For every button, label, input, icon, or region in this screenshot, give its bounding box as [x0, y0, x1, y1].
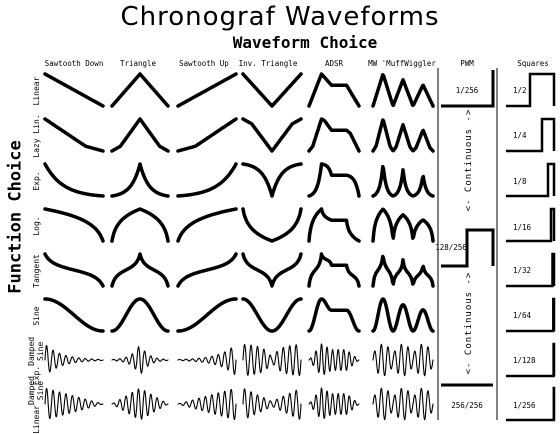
- square-wave-2: [506, 162, 556, 198]
- square-label-1-16: 1/16: [513, 223, 532, 232]
- waveform-r2-c5: [371, 164, 435, 198]
- waveform-r3-c0: [43, 207, 105, 243]
- waveform-r6-c2: [177, 347, 237, 376]
- waveform-r0-c0: [43, 72, 105, 108]
- waveform-r4-c3: [241, 252, 303, 288]
- square-label-1-2: 1/2: [513, 86, 527, 95]
- pwm-label-top: 1/256: [455, 86, 479, 95]
- pwm-wave-128-256: [441, 228, 495, 268]
- waveform-r4-c0: [43, 252, 105, 288]
- waveform-r2-c2: [176, 162, 238, 198]
- waveform-r5-c0: [43, 297, 105, 333]
- square-label-1-64: 1/64: [513, 311, 532, 320]
- waveform-r2-c3: [241, 162, 303, 198]
- square-wave-0: [506, 72, 556, 108]
- column-label-adsr: ADSR: [324, 59, 344, 68]
- waveform-r5-c4: [307, 297, 361, 333]
- pwm-label-bottom: 256/256: [451, 401, 483, 410]
- waveform-r5-c5: [371, 297, 435, 333]
- waveform-r0-c3: [241, 72, 303, 108]
- square-label-1-4: 1/4: [513, 131, 527, 140]
- square-label-1-8: 1/8: [513, 177, 527, 186]
- square-wave-4: [506, 252, 556, 288]
- waveform-r1-c0: [43, 117, 105, 153]
- waveform-r1-c4: [307, 117, 361, 153]
- waveform-r7-c0: [44, 387, 104, 420]
- waveform-r2-c4: [307, 162, 361, 198]
- square-label-1-256: 1/256: [513, 401, 536, 410]
- waveform-r0-c5: [371, 73, 435, 108]
- waveform-r1-c1: [110, 117, 170, 153]
- waveform-r2-c1: [110, 162, 170, 198]
- waveform-r6-c4: [308, 343, 360, 375]
- waveform-r6-c0: [44, 344, 104, 373]
- square-wave-7: [506, 386, 556, 422]
- waveform-r7-c4: [308, 387, 360, 419]
- column-label-triangle: Triangle: [119, 59, 157, 68]
- column-label-sawtooth-down: Sawtooth Down: [44, 59, 104, 68]
- waveform-r4-c4: [307, 252, 361, 288]
- waveform-r6-c5: [372, 343, 434, 377]
- waveform-r0-c2: [176, 72, 238, 108]
- pwm-label-middle: 128/256: [435, 243, 467, 252]
- column-label-muffwiggler: MW 'MuffWiggler: [368, 59, 436, 68]
- square-wave-3: [506, 207, 556, 243]
- waveform-r1-c3: [241, 117, 303, 153]
- column-label-squares: Squares: [517, 59, 549, 68]
- waveform-r3-c5: [371, 207, 435, 243]
- column-label-sawtooth-up: Sawtooth Up: [179, 59, 229, 68]
- waveform-r5-c2: [176, 297, 238, 333]
- waveform-r7-c2: [177, 388, 237, 421]
- waveform-r7-c1: [111, 388, 169, 420]
- waveform-r3-c2: [176, 207, 238, 243]
- page-title: Chronograf Waveforms: [120, 2, 440, 32]
- waveform-r5-c3: [241, 297, 303, 333]
- waveform-r4-c2: [176, 252, 238, 288]
- pwm-wave-1-256: [441, 70, 495, 108]
- column-label-pwm: PWM: [460, 59, 474, 68]
- waveform-r4-c5: [371, 254, 435, 288]
- waveform-r3-c3: [241, 207, 303, 243]
- waveform-r0-c4: [307, 72, 361, 108]
- square-wave-5: [506, 297, 556, 333]
- waveform-r1-c5: [371, 118, 435, 153]
- waveform-r7-c3: [242, 388, 302, 420]
- waveform-choice-heading: Waveform Choice: [232, 33, 378, 52]
- waveform-r1-c2: [176, 117, 238, 153]
- square-wave-6: [506, 342, 556, 378]
- column-label-inv-triangle: Inv. Triangle: [238, 59, 298, 68]
- waveform-r2-c0: [43, 162, 105, 198]
- square-wave-1: [506, 117, 556, 153]
- waveform-r7-c5: [372, 387, 434, 421]
- waveform-r5-c1: [110, 297, 170, 333]
- waveform-r3-c4: [307, 207, 361, 243]
- square-label-1-128: 1/128: [513, 356, 536, 365]
- waveform-r4-c1: [110, 252, 170, 288]
- square-label-1-32: 1/32: [513, 266, 532, 275]
- waveform-r3-c1: [110, 207, 170, 243]
- waveform-r6-c1: [111, 346, 169, 374]
- waveform-r0-c1: [110, 72, 170, 108]
- waveform-r6-c3: [242, 343, 302, 377]
